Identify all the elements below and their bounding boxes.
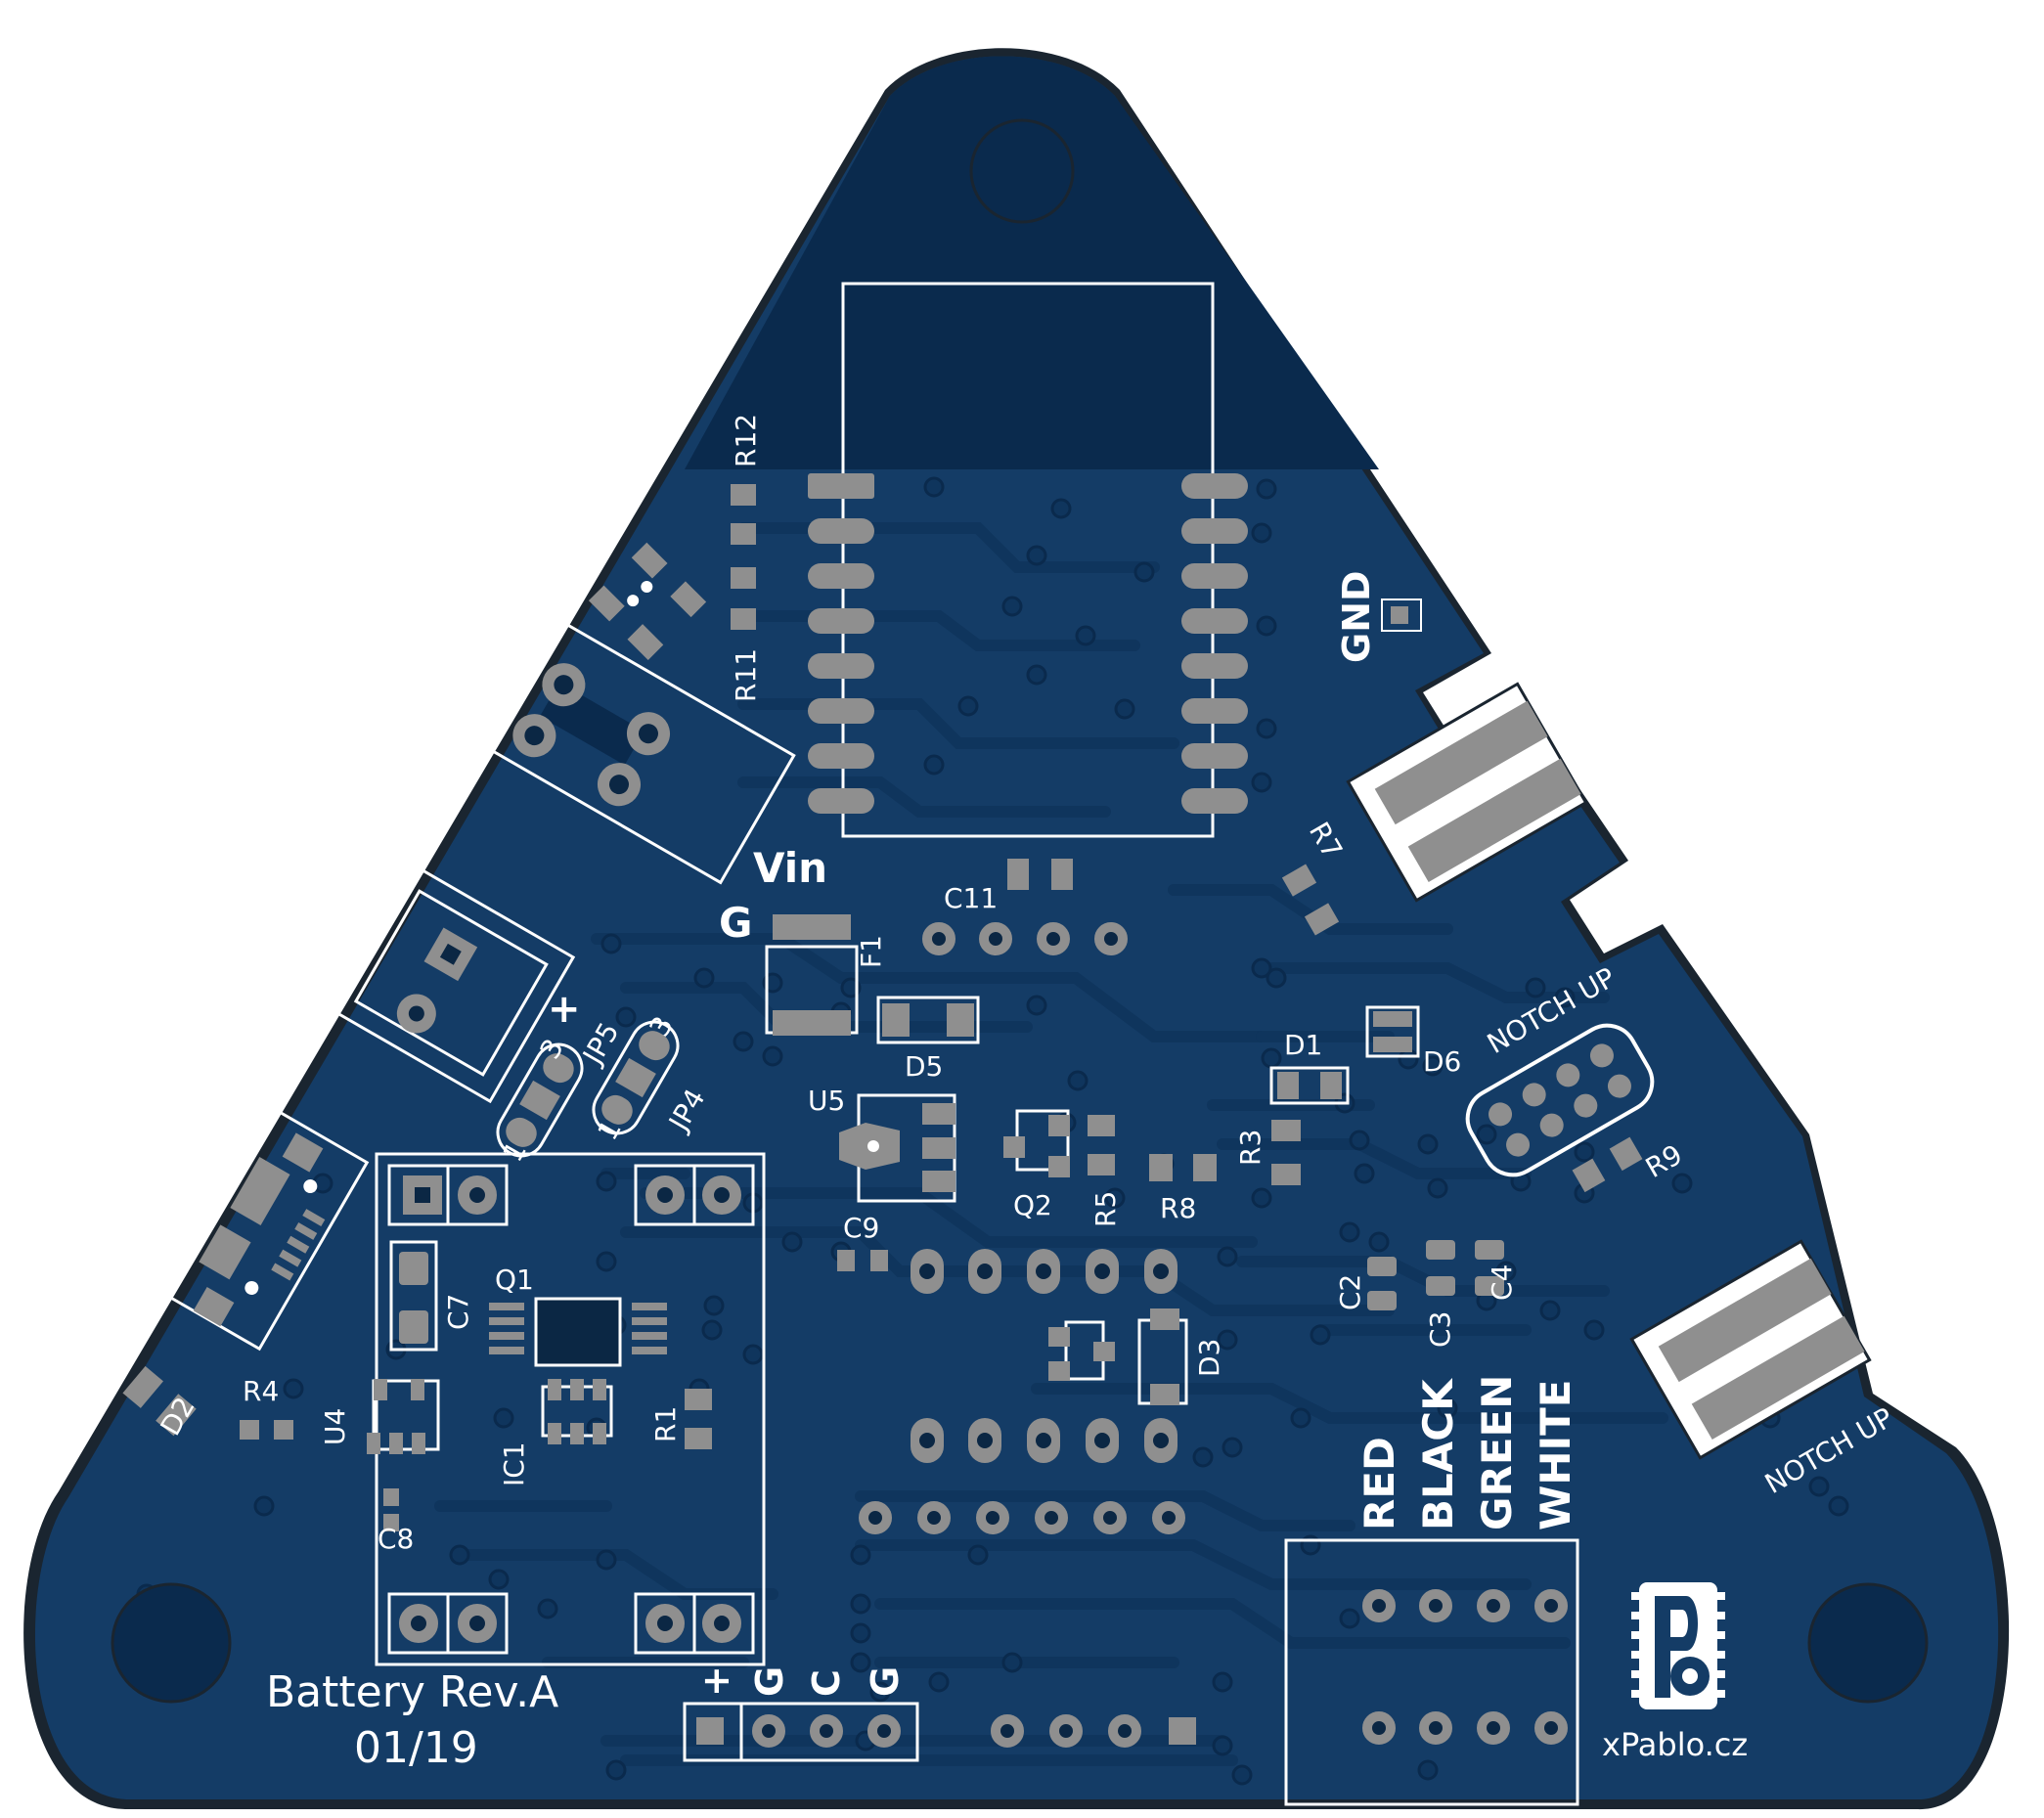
refdes-r5: R5 bbox=[1089, 1191, 1122, 1227]
refdes-r8: R8 bbox=[1160, 1192, 1196, 1224]
label-vin: Vin bbox=[753, 844, 827, 892]
refdes-c8: C8 bbox=[378, 1523, 414, 1555]
mounting-hole-icon bbox=[969, 118, 1075, 224]
refdes-u4: U4 bbox=[319, 1408, 351, 1445]
refdes-ic1: IC1 bbox=[498, 1441, 530, 1486]
traces bbox=[434, 522, 1668, 1766]
refdes-d3: D3 bbox=[1193, 1339, 1225, 1377]
components bbox=[122, 484, 1872, 1806]
wire-label-white: WHITE bbox=[1532, 1380, 1579, 1530]
mounting-hole-icon bbox=[111, 1582, 232, 1704]
header-label-g2: G bbox=[864, 1666, 907, 1697]
pb-logo-icon bbox=[1631, 1582, 1725, 1709]
refdes-d5: D5 bbox=[905, 1050, 943, 1083]
mounting-hole-icon bbox=[1807, 1582, 1929, 1704]
header-label-plus: + bbox=[694, 1665, 737, 1697]
refdes-q1: Q1 bbox=[495, 1264, 534, 1296]
refdes-d1: D1 bbox=[1284, 1029, 1322, 1061]
refdes-c11: C11 bbox=[944, 882, 998, 914]
label-plus-battery: + bbox=[548, 987, 581, 1032]
wire-label-green: GREEN bbox=[1473, 1375, 1521, 1530]
wire-label-black: BLACK bbox=[1414, 1378, 1462, 1530]
copper-pour-top bbox=[685, 56, 1379, 469]
refdes-d6: D6 bbox=[1423, 1045, 1461, 1078]
refdes-c7: C7 bbox=[442, 1294, 474, 1330]
refdes-q2: Q2 bbox=[1013, 1189, 1052, 1221]
refdes-f1: F1 bbox=[855, 935, 887, 968]
refdes-r1: R1 bbox=[649, 1406, 682, 1442]
refdes-c4: C4 bbox=[1486, 1264, 1518, 1301]
header-label-c: C bbox=[805, 1669, 848, 1697]
refdes-c2: C2 bbox=[1334, 1274, 1366, 1310]
label-gnd: GND bbox=[1335, 570, 1378, 663]
refdes-r4: R4 bbox=[243, 1375, 279, 1407]
silkscreen-text: GND Vin G NOTCH UP NOTCH UP + RED BLACK … bbox=[154, 414, 1898, 1773]
refdes-r12: R12 bbox=[730, 414, 762, 467]
board-date: 01/19 bbox=[354, 1723, 478, 1773]
refdes-u5: U5 bbox=[808, 1085, 845, 1117]
board-body bbox=[23, 48, 2010, 1810]
board-name: Battery Rev.A bbox=[266, 1667, 558, 1717]
brand-label: xPablo.cz bbox=[1602, 1726, 1748, 1763]
wire-label-red: RED bbox=[1355, 1437, 1403, 1530]
refdes-c9: C9 bbox=[843, 1212, 879, 1244]
refdes-r3: R3 bbox=[1234, 1130, 1266, 1166]
label-g: G bbox=[719, 899, 752, 947]
board-mask bbox=[34, 56, 1999, 1800]
header-label-g1: G bbox=[748, 1666, 791, 1697]
mcu-module bbox=[808, 282, 1248, 838]
refdes-c3: C3 bbox=[1424, 1311, 1456, 1348]
refdes-r11: R11 bbox=[730, 648, 762, 702]
mounting-holes bbox=[111, 118, 1929, 1704]
